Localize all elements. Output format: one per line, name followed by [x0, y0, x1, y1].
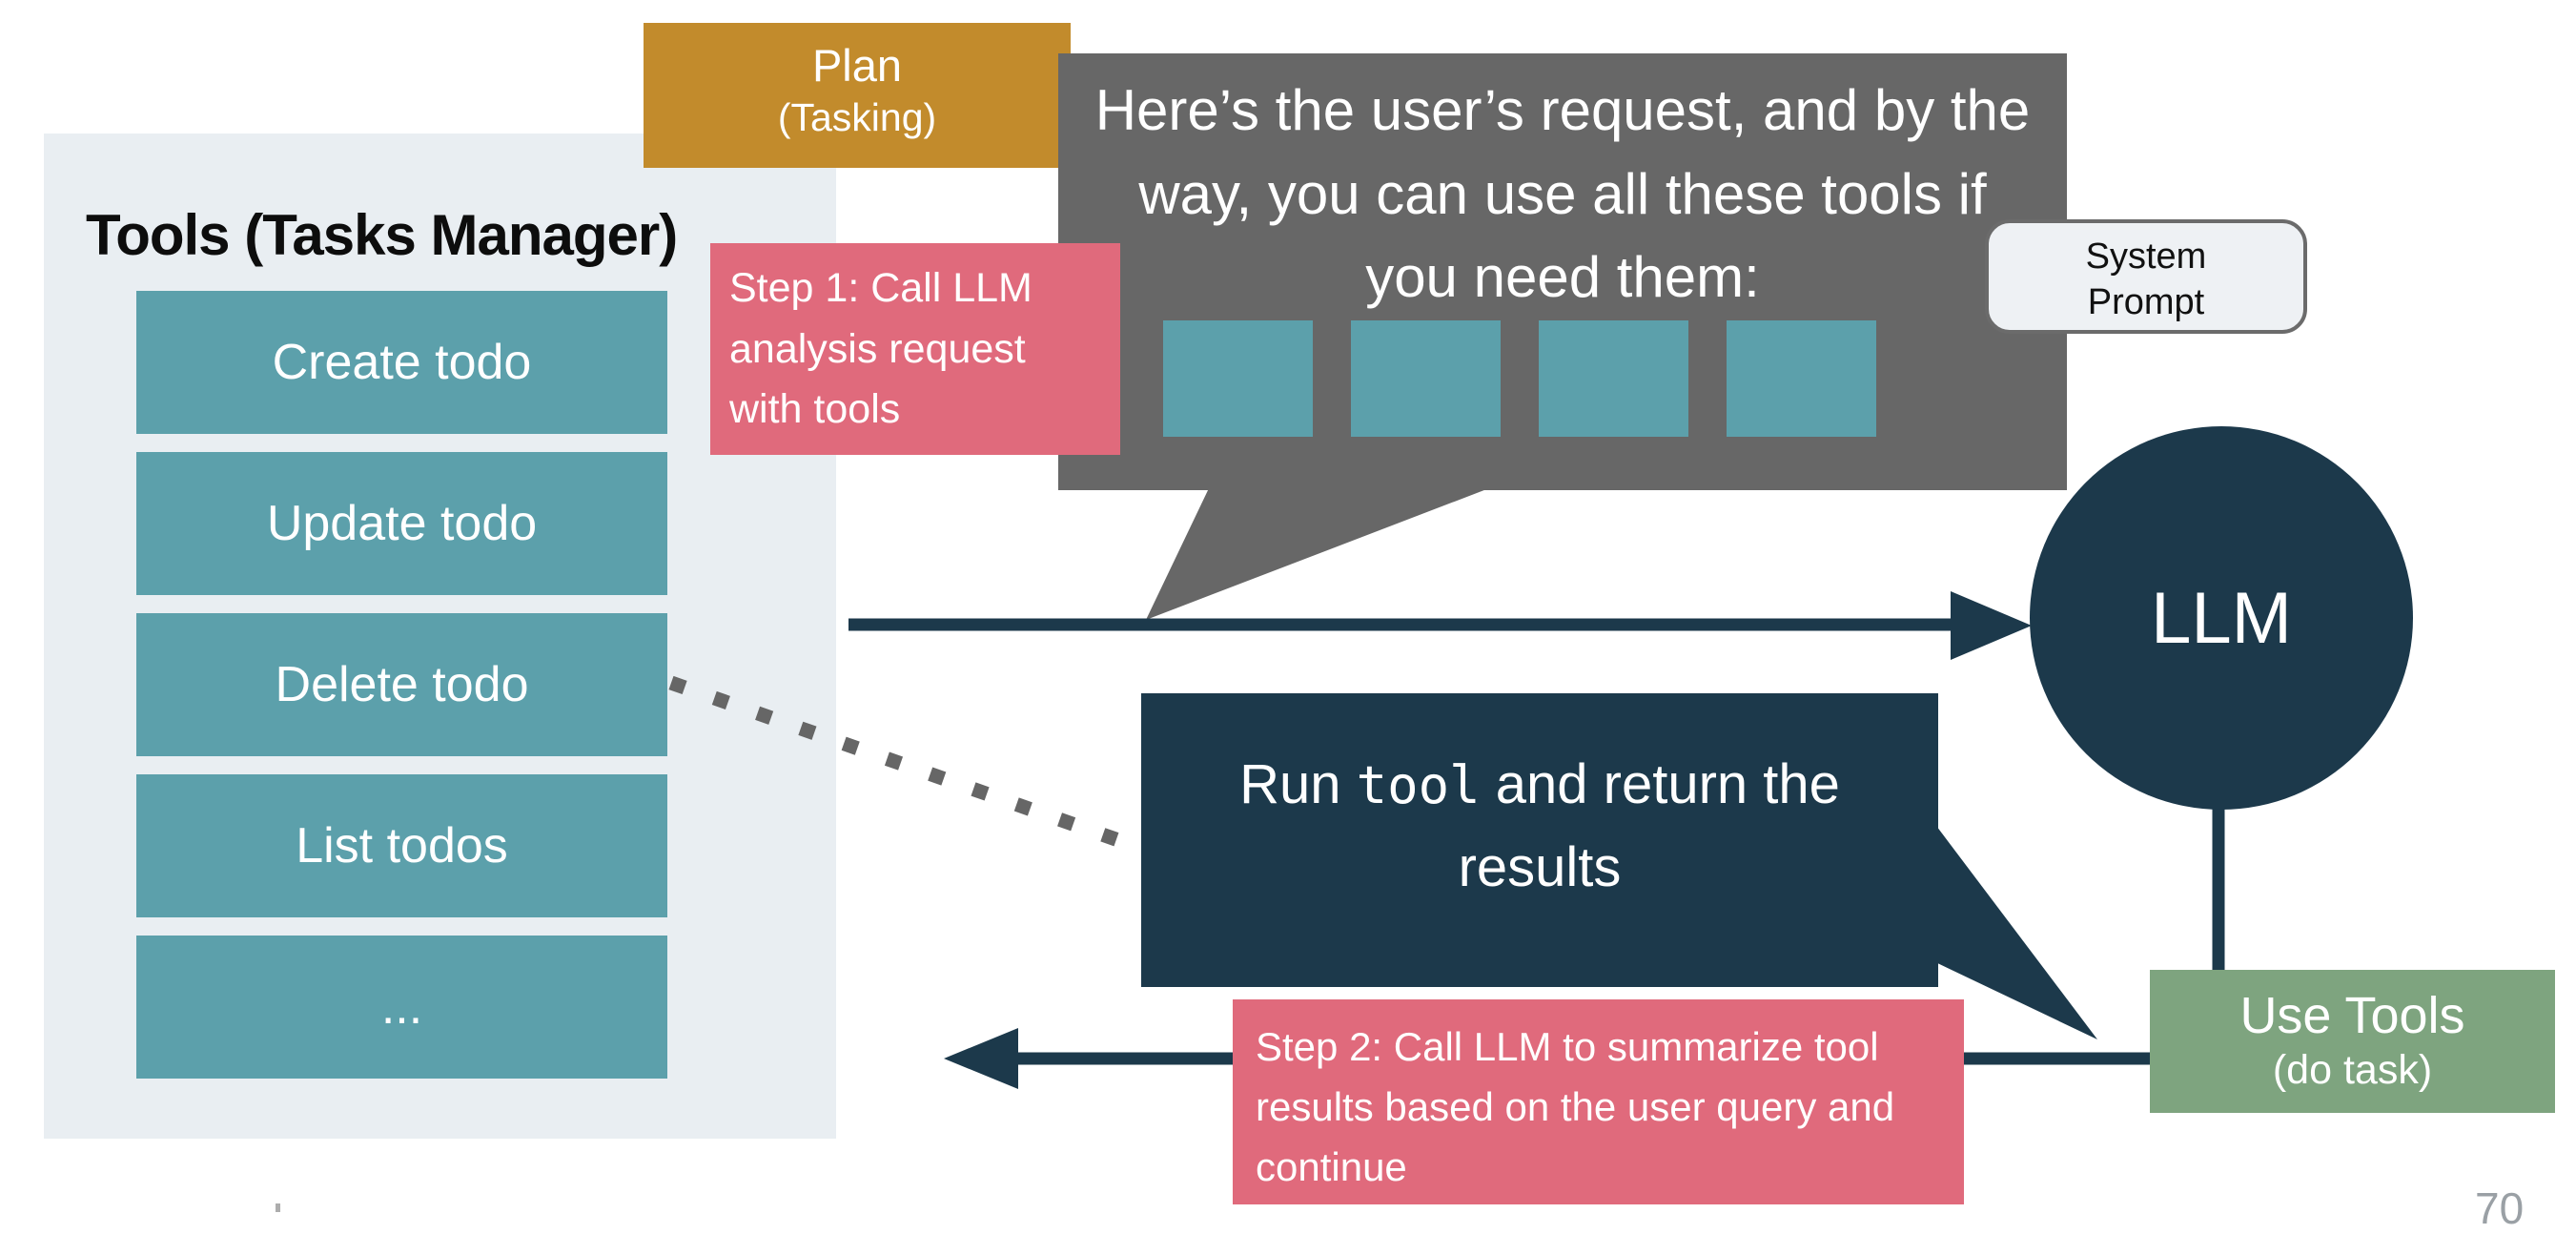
user-request-arrowhead	[1951, 591, 2032, 660]
system-prompt-line1: System	[2085, 237, 2207, 277]
request-speech-text: Here’s the user’s request, and by the wa…	[1094, 78, 2031, 310]
tool-icon	[1727, 320, 1876, 437]
tool-button: Update todo	[136, 452, 667, 595]
return-arrowhead	[944, 1028, 1018, 1089]
plan-badge: Plan (Tasking)	[644, 23, 1071, 168]
run-tool-speech-bubble: Run tool and return the results	[1141, 693, 1938, 987]
run-tool-code: tool	[1356, 755, 1481, 815]
plan-badge-subtitle: (Tasking)	[777, 95, 937, 140]
plan-badge-title: Plan	[811, 40, 903, 91]
run-tool-bubble-tail	[1933, 822, 2097, 1039]
run-tool-suffix: and return the results	[1458, 753, 1840, 898]
step1-note: Step 1: Call LLM analysis request with t…	[710, 243, 1120, 455]
page-number: 70	[2475, 1183, 2525, 1233]
tool-icon-row	[1163, 320, 1876, 437]
tool-button: Delete todo	[136, 613, 667, 756]
tool-icon	[1163, 320, 1313, 437]
tool-button: ...	[136, 936, 667, 1079]
step2-note-text: Step 2: Call LLM to summarize tool resul…	[1256, 1024, 1895, 1189]
llm-node: LLM	[2030, 426, 2413, 810]
request-speech-bubble: Here’s the user’s request, and by the wa…	[1058, 53, 2067, 490]
tool-button: Create todo	[136, 291, 667, 434]
system-prompt-line2: Prompt	[2087, 281, 2205, 322]
use-tools-subtitle: (do task)	[2272, 1046, 2433, 1093]
tool-button: List todos	[136, 774, 667, 917]
run-tool-prefix: Run	[1239, 753, 1357, 815]
request-bubble-tail	[1146, 488, 1489, 620]
system-prompt-tag: System Prompt	[1985, 219, 2307, 334]
tool-icon	[1351, 320, 1501, 437]
use-tools-node: Use Tools (do task)	[2150, 970, 2555, 1113]
step1-note-text: Step 1: Call LLM analysis request with t…	[729, 265, 1032, 433]
speck-artifact	[276, 1203, 280, 1212]
tools-panel-title: Tools (Tasks Manager)	[86, 203, 678, 267]
llm-node-label: LLM	[2151, 577, 2292, 659]
delete-todo-dotted-link	[668, 675, 1140, 854]
tool-icon	[1539, 320, 1688, 437]
step2-note: Step 2: Call LLM to summarize tool resul…	[1233, 999, 1964, 1204]
use-tools-title: Use Tools	[2239, 987, 2465, 1044]
